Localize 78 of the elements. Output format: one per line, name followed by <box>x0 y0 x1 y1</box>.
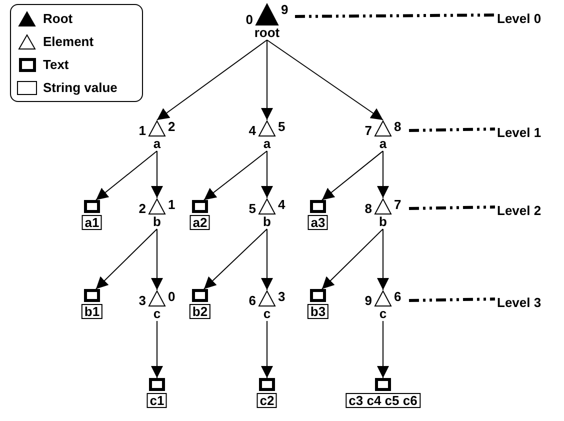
arrow <box>377 320 389 378</box>
arrow <box>261 150 273 198</box>
arrow <box>377 228 389 290</box>
node-name: a <box>263 137 271 151</box>
order-number: 9 <box>281 3 288 16</box>
legend-text: Text <box>43 56 69 74</box>
legend-text: Root <box>43 10 73 28</box>
level-label: Level 3 <box>497 295 542 310</box>
arrow <box>261 320 273 378</box>
arrow <box>96 150 158 200</box>
text-node-box <box>84 200 100 213</box>
order-number: 3 <box>138 294 146 307</box>
string-value: a3 <box>308 215 328 230</box>
legend-text: String value <box>43 78 118 97</box>
text-node-box <box>149 378 165 391</box>
arrow <box>377 150 389 198</box>
order-number: 4 <box>248 124 256 137</box>
legend-text: Element <box>43 32 94 51</box>
arrow <box>266 40 384 120</box>
order-number: 2 <box>138 202 146 215</box>
string-value: c3 c4 c5 c6 <box>346 393 420 408</box>
node-name: a <box>379 137 387 151</box>
order-number: 7 <box>394 198 402 211</box>
text-node-box <box>192 289 208 302</box>
string-value: c1 <box>146 393 168 408</box>
arrow <box>151 320 163 378</box>
arrow <box>204 150 268 200</box>
arrow <box>322 228 384 290</box>
order-number: 6 <box>394 290 402 303</box>
node-name: b <box>263 215 271 229</box>
arrow <box>151 228 163 290</box>
level-label: Level 2 <box>497 203 542 218</box>
level-line <box>408 206 496 210</box>
arrow <box>261 228 273 290</box>
order-number: 8 <box>364 202 372 215</box>
node-name: c <box>263 307 271 321</box>
order-number: 1 <box>168 198 176 211</box>
string-value: b2 <box>189 304 211 319</box>
node-name: c <box>379 307 387 321</box>
arrow <box>204 228 268 290</box>
string-value: a1 <box>82 215 102 230</box>
text-node-box <box>192 200 208 213</box>
order-number: 8 <box>394 120 402 133</box>
order-number: 6 <box>248 294 256 307</box>
order-number: 0 <box>246 13 253 26</box>
level-label: Level 0 <box>497 11 542 26</box>
order-number: 7 <box>364 124 372 137</box>
string-value: a2 <box>190 215 210 230</box>
level-label: Level 1 <box>497 125 542 140</box>
text-node-box <box>259 378 275 391</box>
level-line <box>408 298 496 302</box>
arrow <box>261 40 273 120</box>
node-name: a <box>153 137 161 151</box>
order-number: 5 <box>248 202 256 215</box>
order-number: 0 <box>168 290 176 303</box>
string-value: c2 <box>256 393 278 408</box>
order-number: 1 <box>138 124 146 137</box>
order-number: 9 <box>364 294 372 307</box>
node-name: b <box>379 215 387 229</box>
string-value: b3 <box>307 304 329 319</box>
level-line <box>408 128 496 132</box>
arrow <box>96 228 158 290</box>
arrow <box>151 150 163 198</box>
text-node-box <box>84 289 100 302</box>
order-number: 5 <box>278 120 286 133</box>
arrow <box>322 150 384 200</box>
string-value: b1 <box>81 304 103 319</box>
text-node-box <box>310 200 326 213</box>
text-node-box <box>375 378 391 391</box>
level-line <box>294 14 496 18</box>
arrow <box>156 40 268 120</box>
node-name: c <box>153 307 161 321</box>
order-number: 2 <box>168 120 176 133</box>
text-node-box <box>310 289 326 302</box>
node-name: b <box>153 215 161 229</box>
node-name: root <box>254 26 280 40</box>
order-number: 3 <box>278 290 286 303</box>
order-number: 4 <box>278 198 286 211</box>
